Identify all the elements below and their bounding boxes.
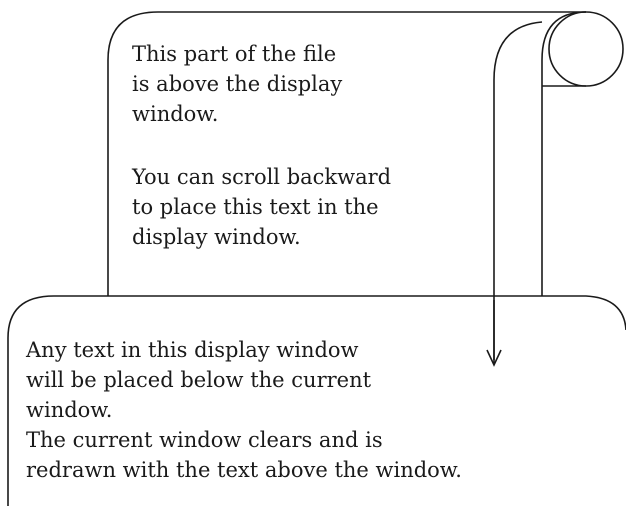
display-window-text: Any text in this display window will be … [25,338,462,482]
scroll-paper-edge [493,21,543,360]
upper-line: window. [132,102,218,126]
arrow-head [486,349,502,367]
display-window-outline [7,295,626,506]
display-window-panel [7,295,626,506]
scroll-inner-curl [541,11,587,296]
display-line: redrawn with the text above the window. [26,458,462,482]
upper-line: display window. [132,225,301,249]
display-line: window. [26,398,112,422]
upper-line: You can scroll backward [131,165,391,189]
display-line: The current window clears and is [26,428,383,452]
scroll-roll [548,11,624,87]
upper-panel-text: This part of the file is above the displ… [131,42,398,249]
upper-panel-outline [107,11,586,296]
upper-line: to place this text in the [132,195,379,219]
upper-line: is above the display [132,72,342,96]
display-line: Any text in this display window [25,338,359,362]
scroll-direction-arrow [486,300,502,367]
upper-scroll-panel [107,11,624,360]
display-line: will be placed below the current [26,368,372,392]
upper-line: This part of the file [132,42,336,66]
